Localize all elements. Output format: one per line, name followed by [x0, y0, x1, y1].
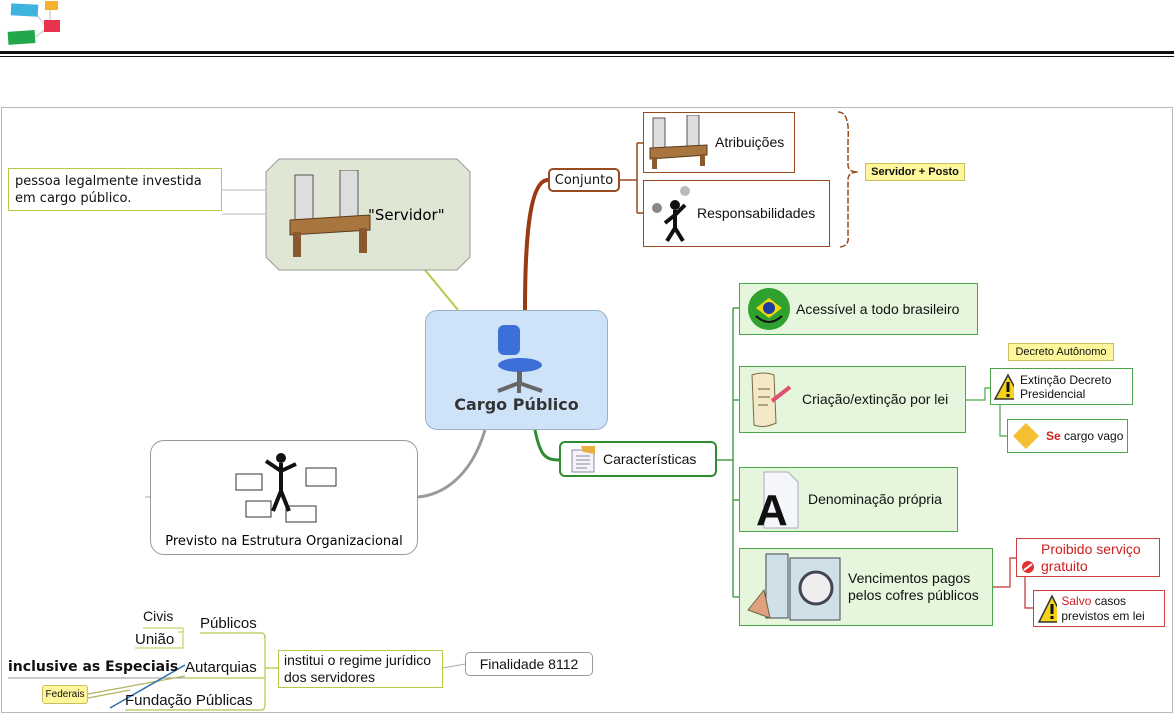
criacao-node[interactable]: Criação/extinção por lei	[739, 366, 966, 433]
vencimentos-label: Vencimentos pagos pelos cofres públicos	[848, 570, 979, 603]
publicos-label[interactable]: Públicos	[200, 615, 257, 632]
office-chair-icon	[497, 325, 543, 393]
central-node-cargo-publico[interactable]: Cargo Público	[425, 310, 608, 430]
brazil-smiley-icon	[748, 288, 790, 330]
decreto-autonomo-label: Decreto Autônomo	[1015, 346, 1107, 358]
atribuicoes-node[interactable]: Atribuições	[643, 112, 795, 173]
previsto-node[interactable]: Previsto na Estrutura Organizacional	[150, 440, 418, 555]
responsabilidades-label: Responsabilidades	[697, 205, 816, 221]
desk-icon	[649, 114, 708, 169]
federais-callout[interactable]: Federais	[42, 685, 88, 704]
mind-map-logo	[5, 0, 61, 46]
extincao-label: Extinção Decreto Presidencial	[1019, 372, 1112, 401]
salvo-node[interactable]: Salvo casos previstos em lei	[1033, 590, 1165, 627]
caracteristicas-label: Características	[603, 450, 697, 467]
extincao-node[interactable]: Extinção Decreto Presidencial	[990, 368, 1133, 405]
atribuicoes-label: Atribuições	[715, 134, 785, 150]
juggling-person-icon	[652, 185, 690, 242]
uniao-label[interactable]: União	[135, 631, 175, 648]
svg-text:A: A	[756, 486, 788, 530]
font-letter-a-icon: A	[756, 471, 799, 530]
proibido-label: Proibido serviço gratuito	[1041, 540, 1141, 574]
institui-label: institui o regime jurídico dos servidore…	[284, 652, 432, 685]
conjunto-node[interactable]: Conjunto	[548, 168, 620, 192]
servidor-note[interactable]: pessoa legalmente investida em cargo púb…	[8, 168, 222, 211]
acessivel-label: Acessível a todo brasileiro	[796, 300, 960, 317]
autarquias-label[interactable]: Autarquias	[185, 659, 257, 676]
especiais-label[interactable]: inclusive as Especiais	[8, 659, 179, 675]
denominacao-node[interactable]: A Denominação própria	[739, 467, 958, 532]
decreto-autonomo-callout[interactable]: Decreto Autônomo	[1008, 343, 1114, 361]
safe-icon	[747, 553, 841, 621]
header-divider-thin	[0, 56, 1174, 57]
vencimentos-node[interactable]: Vencimentos pagos pelos cofres públicos	[739, 548, 993, 626]
proibido-node[interactable]: Proibido serviço gratuito	[1016, 538, 1160, 577]
salvo-rest-text: casos previstos em lei	[1061, 593, 1145, 623]
se-word: Se	[1046, 429, 1061, 443]
caracteristicas-node[interactable]: Características	[559, 441, 717, 477]
finalidade-node[interactable]: Finalidade 8112	[465, 652, 593, 676]
salvo-word: Salvo	[1061, 593, 1092, 608]
document-icon	[571, 446, 595, 473]
civis-label[interactable]: Civis	[143, 608, 174, 624]
servidor-posto-label: Servidor + Posto	[871, 166, 959, 178]
denominacao-label: Denominação própria	[808, 491, 942, 507]
header-divider	[0, 51, 1174, 54]
previsto-label: Previsto na Estrutura Organizacional	[165, 534, 403, 549]
diamond-icon	[1013, 423, 1039, 449]
criacao-label: Criação/extinção por lei	[802, 391, 949, 407]
desk-icon	[289, 170, 371, 257]
finalidade-label: Finalidade 8112	[479, 656, 579, 672]
prohibited-icon	[1022, 561, 1034, 573]
diagram-frame	[1, 107, 1173, 713]
organization-chart-icon	[235, 453, 337, 523]
servidor-label: "Servidor"	[368, 206, 445, 224]
cargo-vago-text: cargo vago	[1060, 429, 1124, 443]
se-cargo-vago-node[interactable]: Se cargo vago	[1007, 419, 1128, 453]
acessivel-node[interactable]: Acessível a todo brasileiro	[739, 283, 978, 335]
servidor-node[interactable]: "Servidor"	[265, 158, 471, 271]
warning-icon	[993, 372, 1014, 400]
institui-node[interactable]: institui o regime jurídico dos servidore…	[278, 650, 443, 688]
responsabilidades-node[interactable]: Responsabilidades	[643, 180, 830, 247]
servidor-note-text: pessoa legalmente investida em cargo púb…	[15, 173, 202, 206]
scroll-quill-icon	[751, 372, 792, 427]
federais-label: Federais	[45, 689, 85, 700]
fundacao-label[interactable]: Fundação Públicas	[125, 692, 253, 709]
central-label: Cargo Público	[454, 395, 579, 414]
warning-icon	[1037, 593, 1058, 623]
servidor-posto-callout[interactable]: Servidor + Posto	[865, 163, 965, 181]
conjunto-label: Conjunto	[554, 172, 614, 188]
